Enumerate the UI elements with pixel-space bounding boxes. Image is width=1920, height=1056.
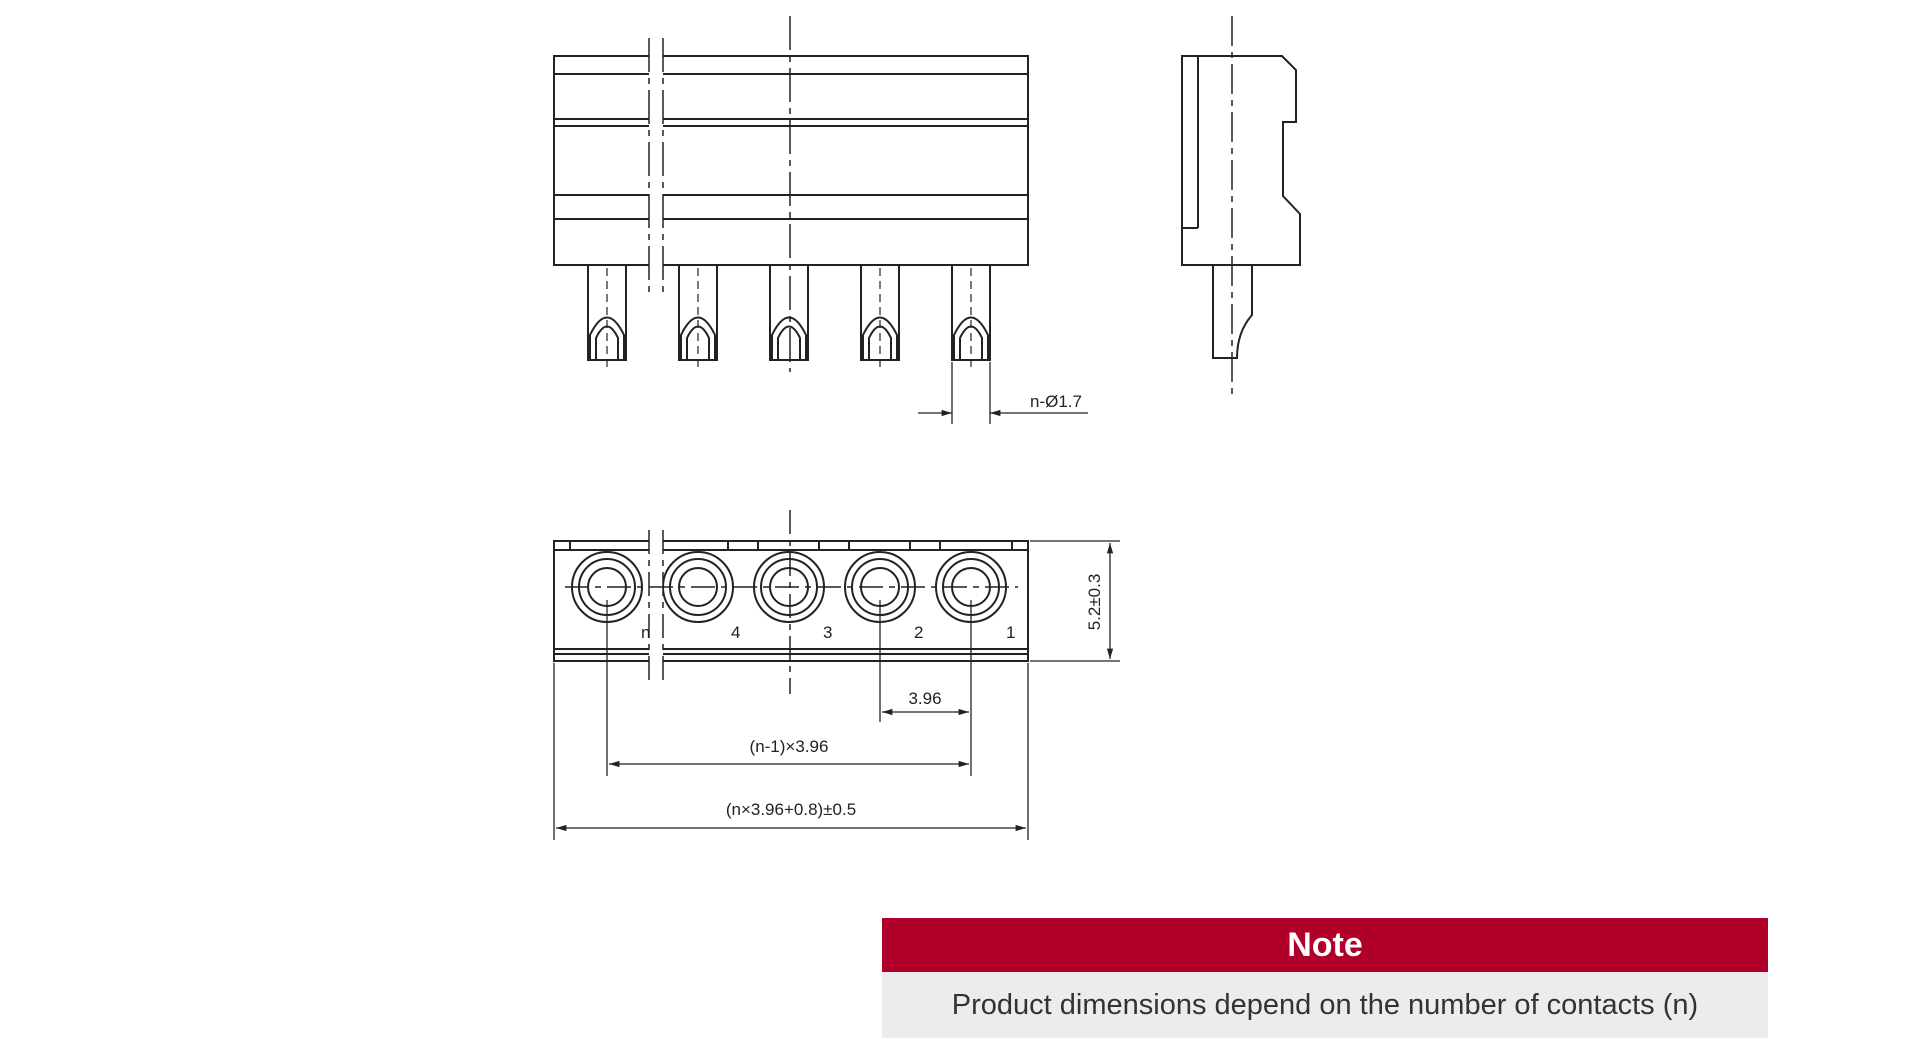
span-label: (n-1)×3.96 bbox=[750, 737, 829, 756]
note-panel: Note Product dimensions depend on the nu… bbox=[882, 918, 1768, 1038]
note-title: Note bbox=[882, 918, 1768, 972]
pin bbox=[769, 264, 809, 361]
front-view bbox=[553, 55, 1029, 361]
height-label: 5.2±0.3 bbox=[1085, 574, 1104, 631]
pitch-label: 3.96 bbox=[908, 689, 941, 708]
break-gap bbox=[649, 530, 663, 680]
side-view bbox=[1181, 55, 1301, 359]
pin-diameter-label: n-Ø1.7 bbox=[1030, 392, 1082, 411]
contact-label-n: n bbox=[641, 623, 650, 642]
contact-label-3: 3 bbox=[823, 623, 832, 642]
contact-label-1: 1 bbox=[1006, 623, 1015, 642]
bottom-view bbox=[553, 540, 1029, 662]
contact-label-2: 2 bbox=[914, 623, 923, 642]
contact-label-4: 4 bbox=[731, 623, 740, 642]
note-text: Product dimensions depend on the number … bbox=[882, 972, 1768, 1038]
break-gap bbox=[649, 40, 663, 300]
total-length-label: (n×3.96+0.8)±0.5 bbox=[726, 800, 856, 819]
